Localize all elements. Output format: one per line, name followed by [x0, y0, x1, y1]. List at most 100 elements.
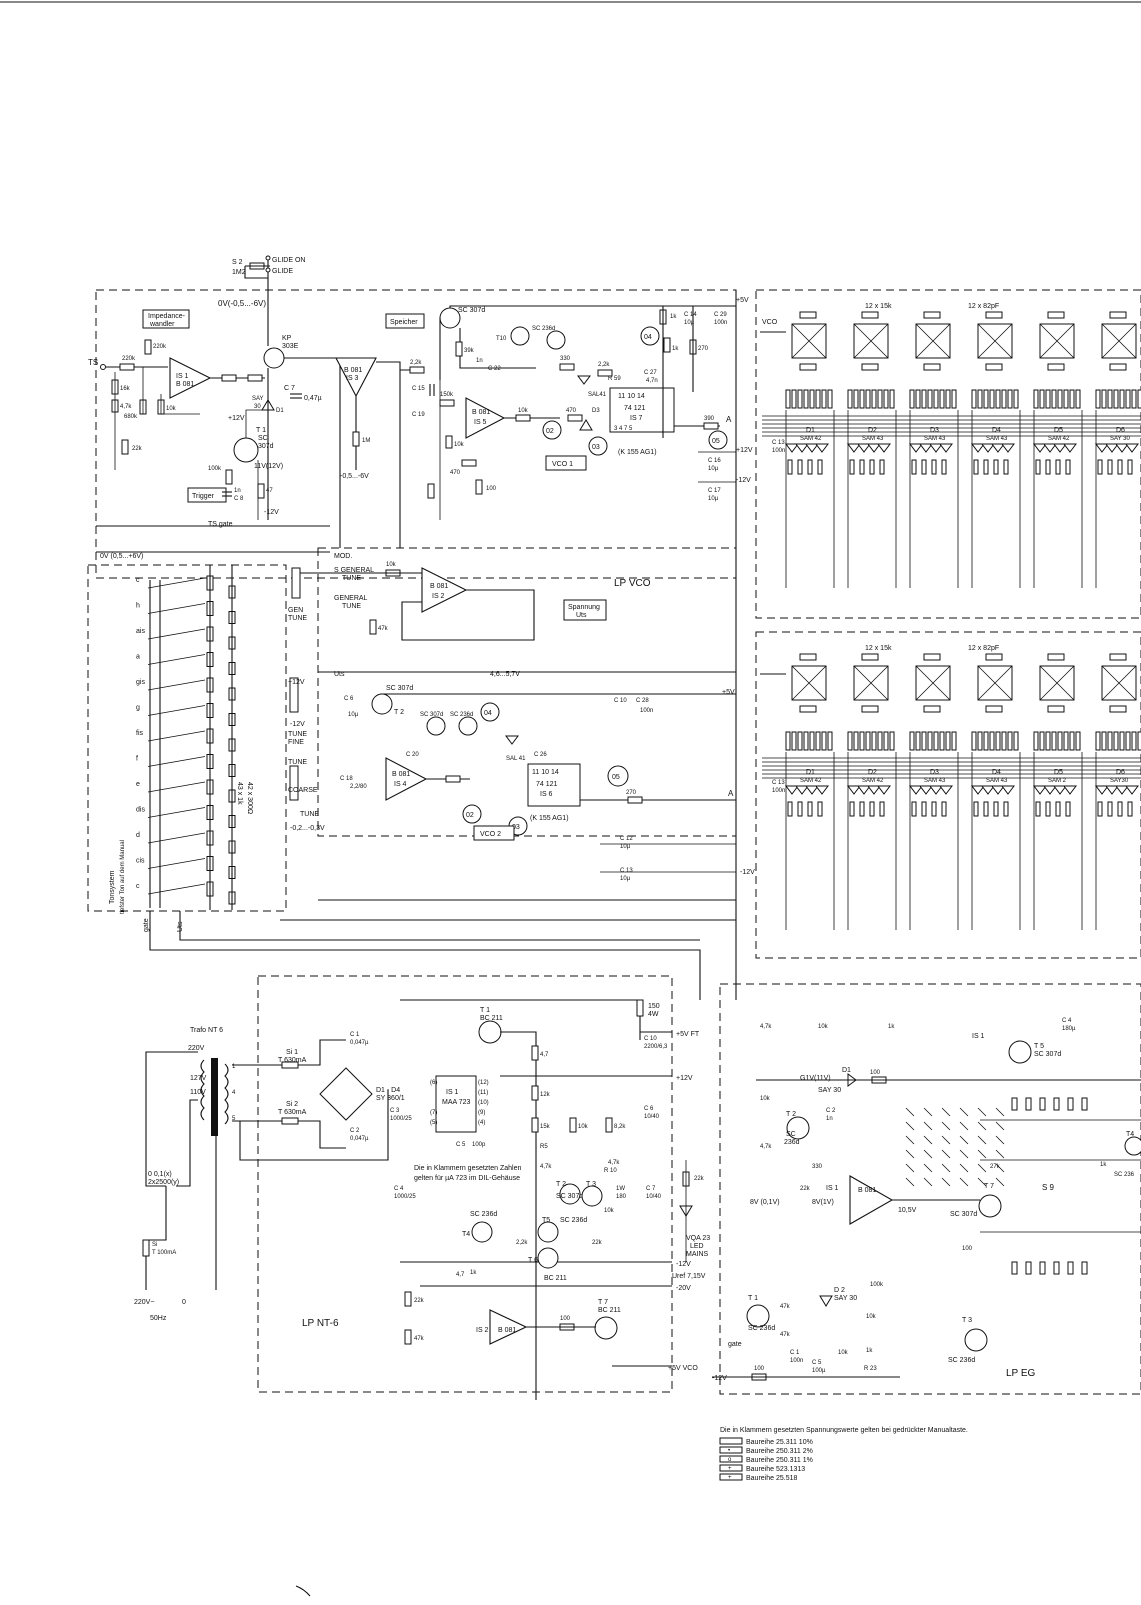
- divider-res: [1127, 459, 1133, 475]
- divider-res-bank: [1045, 389, 1051, 409]
- mains-voltage: 220V~: [134, 1299, 154, 1306]
- eg-t2-sc: SC: [786, 1131, 796, 1138]
- pin-5b: (5): [430, 1120, 437, 1126]
- tune-coarse-pot: [289, 765, 299, 801]
- eg-switch-contact: [959, 1107, 969, 1117]
- psu-r-47k: 47k: [414, 1336, 425, 1342]
- eg-r-1k: 1k: [888, 1024, 895, 1030]
- eg-switch-contact: [959, 1177, 969, 1187]
- divider-res-bank: [1107, 731, 1113, 751]
- divider-res-bank: [1033, 731, 1039, 751]
- divider-2-f2: 12 x 82pF: [968, 645, 999, 652]
- vco2-c13-val: 10µ: [620, 876, 631, 882]
- eg-switch-contact: [977, 1149, 987, 1159]
- psu-t7-name: T 7: [598, 1299, 608, 1306]
- divider-res-bank: [1075, 389, 1081, 409]
- vco1-node-02: [542, 420, 562, 440]
- divider-res-bank: [1107, 389, 1113, 409]
- divider-res-bank: [871, 389, 877, 409]
- vco1-plus5: +5V: [736, 297, 749, 304]
- tone-caption-2: tiefster Ton auf dem Manual: [120, 840, 126, 914]
- d1-name: D1: [276, 408, 284, 414]
- legend-row-text: Baureihe 25.311 10%: [746, 1439, 813, 1446]
- divider-res-bank: [1119, 731, 1125, 751]
- general-1: GENERAL: [334, 595, 368, 602]
- t5-fet: [263, 347, 285, 369]
- psu-r-10k2: 10k: [604, 1208, 615, 1214]
- tone-key-contact: [147, 883, 206, 895]
- mains-fuse-si: Si: [152, 1242, 157, 1248]
- gen-tune-pot: [291, 567, 301, 599]
- r-4k7-vco1: 2,2k: [598, 362, 610, 368]
- eg-switch-contact: [995, 1177, 1005, 1187]
- divider-res: [1127, 801, 1133, 817]
- eg-switch-contact: [995, 1163, 1005, 1173]
- eg-ic1-type: B 081: [858, 1187, 876, 1194]
- divider-diode: [1115, 443, 1129, 453]
- t8-transistor: [426, 716, 446, 736]
- divider-res: [879, 459, 885, 475]
- vco2-plus5: +5V: [722, 689, 735, 696]
- eg-r-4k7b: 4,7k: [760, 1144, 772, 1150]
- vco2-c26: C 26: [534, 752, 547, 758]
- c4-psu-val: 1000/25: [394, 1194, 416, 1200]
- vco1-plus12: +12V: [736, 447, 753, 454]
- divider-res-bank: [977, 389, 983, 409]
- divider-diode-name: D2: [868, 427, 877, 434]
- divider-diode: [919, 785, 933, 795]
- divider-diode: [1105, 443, 1119, 453]
- divider-res-bank: [809, 389, 815, 409]
- t4-transistor: [439, 307, 461, 329]
- divider-1-outline: [755, 289, 1141, 619]
- eg-switch-contact: [977, 1107, 987, 1117]
- divider-res-bank: [1039, 389, 1045, 409]
- divider-resistor: [923, 311, 941, 319]
- divider-resistor: [861, 363, 879, 371]
- divider-diode-type: SAM 43: [924, 436, 946, 442]
- divider-diode: [1095, 785, 1109, 795]
- mains-fuse-val: T 100mA: [152, 1250, 176, 1256]
- c6-psu-val: 10/40: [644, 1114, 660, 1120]
- eg-t5-type: SC 307d: [1034, 1051, 1061, 1058]
- storage-box: [385, 313, 425, 329]
- eg-switch-res: [1025, 1097, 1032, 1111]
- eg-v-8v1: 8V(1V): [812, 1199, 834, 1206]
- c22-name: C 22: [488, 366, 501, 372]
- vco1-minus12: -12V: [736, 477, 751, 484]
- eg-switch-contact: [995, 1149, 1005, 1159]
- divider-2-c13v: 100n: [772, 788, 785, 794]
- divider-diode-type: SAM 43: [986, 436, 1008, 442]
- r-220k-b: 220k: [153, 344, 167, 350]
- tone-note-1: h: [136, 603, 140, 610]
- psu-section: LP NT-6 Trafo NT 6 220V 127V 110V 1 4 5 …: [134, 975, 710, 1400]
- ic7-sub: (K 155 AG1): [618, 449, 657, 456]
- r-10k-is5: 10k: [454, 442, 465, 448]
- divider-res: [911, 801, 917, 817]
- divider-diode: [981, 785, 995, 795]
- r-2k2-vco1: 270: [698, 346, 709, 352]
- ic2-name: IS 2: [432, 593, 445, 600]
- r-47-is5: 10k: [518, 408, 529, 414]
- psu-t2: [559, 1183, 581, 1205]
- psu-r10: R 10: [604, 1168, 617, 1174]
- legend-symbol-mark: o: [728, 1457, 732, 1463]
- divider-res-bank: [945, 731, 951, 751]
- d3-diode: [579, 419, 593, 431]
- eg-c2: C 2: [826, 1108, 836, 1114]
- eg-r-4k7: 4,7k: [760, 1024, 772, 1030]
- r-16k: 16k: [120, 386, 131, 392]
- eg-switch-contact: [941, 1163, 951, 1173]
- divider-res-bank: [1101, 389, 1107, 409]
- divider-res-bank: [827, 731, 833, 751]
- divider-res: [973, 801, 979, 817]
- r-47k-lpvco: 47k: [378, 626, 389, 632]
- psu-r-1w: 1W: [616, 1186, 625, 1192]
- cap-x-1: 0 0,1(x): [148, 1171, 172, 1178]
- divider-res: [931, 459, 937, 475]
- eg-r-100c: 100: [754, 1366, 765, 1372]
- divider-diode-type: SAM 2: [1048, 778, 1067, 784]
- c5-psu: C 5: [456, 1142, 466, 1148]
- eg-c1: C 1: [790, 1350, 800, 1356]
- tune-fine-1: TUNE: [288, 731, 307, 738]
- c17-name: C 17: [708, 488, 721, 494]
